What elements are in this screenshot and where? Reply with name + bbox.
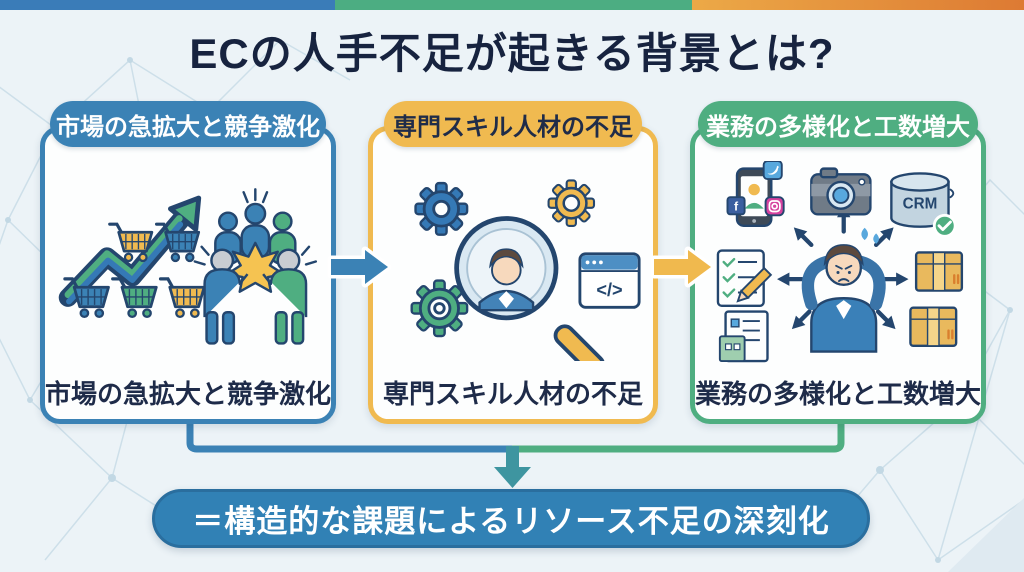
conclusion-text: ＝構造的な課題によるリソース不足の深刻化 [192, 504, 830, 539]
code-window-icon: </> [578, 252, 641, 309]
flow-arrow-2-icon [650, 246, 715, 288]
crm-label: CRM [903, 196, 938, 213]
header-pill-skills: 専門スキル人材の不足 [384, 101, 642, 147]
crm-database-icon: CRM [890, 172, 957, 238]
top-color-strip [0, 0, 1024, 10]
strip-segment-blue [0, 0, 335, 10]
market-illustration [58, 188, 318, 345]
workload-illustration: f [716, 161, 964, 363]
instagram-icon [764, 196, 785, 217]
code-label: </> [596, 280, 622, 300]
header-pill-skills-label: 専門スキル人材の不足 [393, 113, 633, 141]
twitter-icon [762, 161, 783, 181]
stressed-person-icon [801, 227, 886, 353]
clash-burst-icon [225, 241, 285, 293]
facebook-label: f [734, 200, 739, 214]
gear-blue-icon [414, 181, 469, 236]
header-pill-market-label: 市場の急拡大と競争激化 [56, 113, 320, 141]
pencil-icon [736, 266, 773, 303]
strip-segment-green [335, 0, 692, 10]
flow-arrow-1-icon [327, 246, 392, 288]
check-badge-icon [932, 213, 957, 238]
skills-caption: 専門スキル人材の不足 [382, 379, 643, 409]
camera-icon [810, 167, 872, 216]
conclusion-banner: ＝構造的な課題によるリソース不足の深刻化 [152, 489, 870, 548]
workload-caption: 業務の多様化と工数増大 [695, 379, 982, 409]
cause-box-skills: </> 専門スキル人材の不足 [368, 126, 658, 424]
smartphone-social-icon: f [726, 161, 785, 227]
competing-people-icon [193, 188, 318, 345]
market-caption: 市場の急拡大と競争激化 [45, 379, 332, 409]
skills-illustration: </> [410, 179, 641, 361]
gear-green-icon [410, 279, 469, 338]
document-icon [718, 310, 769, 363]
strip-segment-orange [692, 0, 1024, 10]
growth-arrow-icon [58, 195, 202, 307]
checklist-icon [716, 249, 773, 308]
cause-box-workload: f [690, 126, 986, 424]
page-title: ECの人手不足が起きる背景とは? [189, 30, 835, 77]
header-pill-market: 市場の急拡大と競争激化 [50, 101, 326, 147]
magnifier-person-icon [454, 216, 606, 361]
cause-box-market: 市場の急拡大と競争激化 [40, 126, 336, 424]
header-pill-workload: 業務の多様化と工数増大 [698, 101, 978, 147]
header-pill-workload-label: 業務の多様化と工数増大 [706, 113, 970, 141]
package-box-icon [909, 251, 964, 348]
gear-yellow-icon [547, 179, 596, 227]
